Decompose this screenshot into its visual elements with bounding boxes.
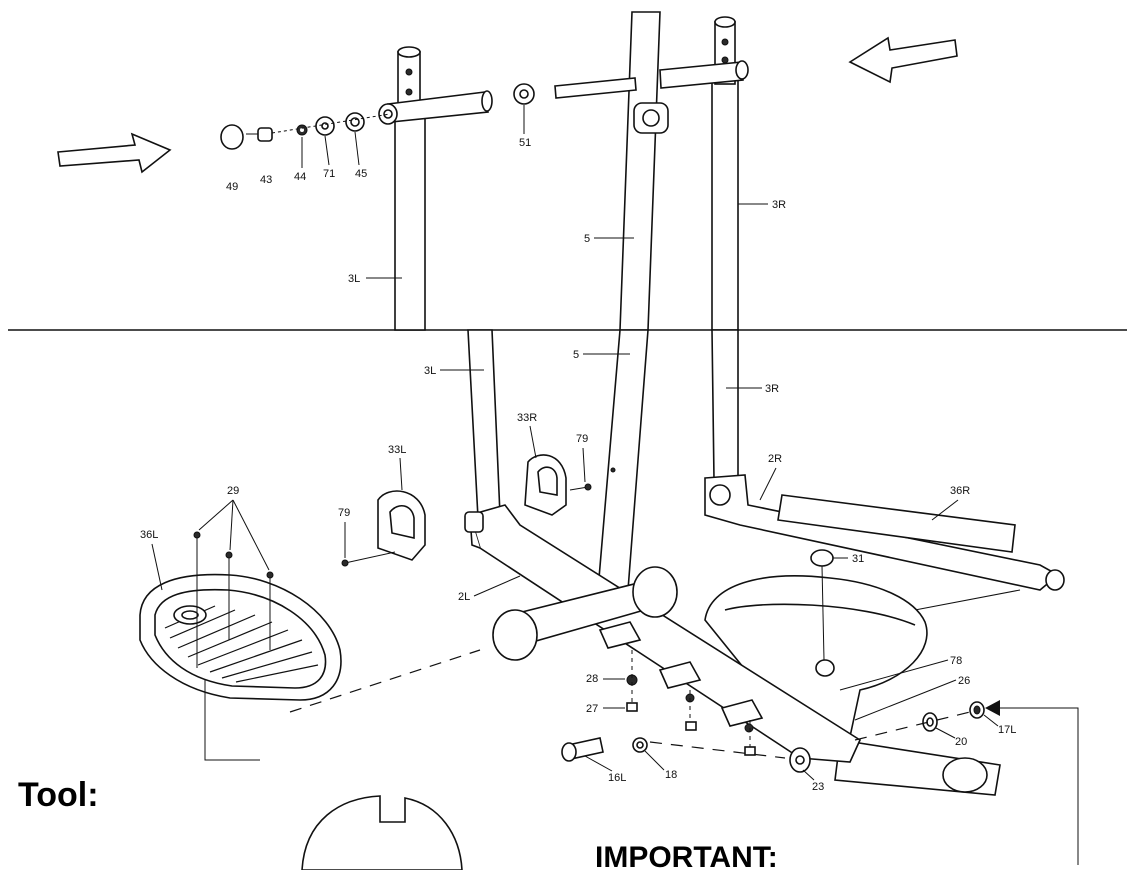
label-3L-top: 3L (348, 273, 360, 285)
label-45: 45 (355, 168, 367, 180)
label-3R-top: 3R (772, 199, 786, 211)
label-5-bottom: 5 (573, 349, 579, 361)
left-arrow-icon (848, 36, 958, 84)
label-3R-bottom: 3R (765, 383, 779, 395)
left-tube-3L-bottom (467, 329, 501, 519)
label-29: 29 (227, 485, 239, 497)
label-27: 27 (586, 703, 598, 715)
stabilizer-cap-right (632, 566, 678, 618)
label-78: 78 (950, 655, 962, 667)
label-71: 71 (323, 168, 335, 180)
right-axle-tube (659, 61, 744, 89)
bottom-panel: 3L 5 3R 33R 79 33L 79 2R 36R 29 36L 31 2… (18, 329, 1079, 870)
label-2L: 2L (458, 591, 470, 603)
label-79-b: 79 (338, 507, 350, 519)
label-2R: 2R (768, 453, 782, 465)
part-27-nut (626, 702, 638, 712)
left-tube-3L-top (394, 109, 426, 331)
label-44: 44 (294, 171, 306, 183)
label-16L: 16L (608, 772, 626, 784)
label-5-top: 5 (584, 233, 590, 245)
important-heading: IMPORTANT: (595, 841, 778, 870)
label-31: 31 (852, 553, 864, 565)
label-49: 49 (226, 181, 238, 193)
label-33R: 33R (517, 412, 537, 424)
label-51: 51 (519, 137, 531, 149)
label-28: 28 (586, 673, 598, 685)
pointer-arrow-icon (985, 700, 1000, 716)
label-18: 18 (665, 769, 677, 781)
right-arrow-icon (57, 132, 172, 174)
part-49-cap (220, 124, 244, 150)
right-tube-3R-bottom (711, 329, 739, 481)
top-panel: 49 43 44 71 45 51 5 3R 3L (8, 11, 1127, 331)
label-23: 23 (812, 781, 824, 793)
label-26: 26 (958, 675, 970, 687)
left-pedal-arm-2L (468, 504, 862, 763)
label-43: 43 (260, 174, 272, 186)
label-36R: 36R (950, 485, 970, 497)
stabilizer-cap-left (492, 609, 538, 661)
right-tube-3R-top (711, 79, 739, 331)
center-tube-5-top (619, 11, 661, 331)
center-axle-rod (554, 77, 637, 99)
rear-wheel (942, 757, 988, 793)
label-33L: 33L (388, 444, 406, 456)
tool-wrench-icon (301, 795, 463, 870)
pedal-treads (164, 605, 319, 683)
part-31-cap (810, 549, 834, 567)
right-pedal-cover-36R (777, 494, 1016, 553)
label-3L-bottom: 3L (424, 365, 436, 377)
label-20: 20 (955, 736, 967, 748)
label-79-a: 79 (576, 433, 588, 445)
label-36L: 36L (140, 529, 158, 541)
center-tube-5-bottom (597, 329, 649, 591)
tool-heading: Tool: (18, 776, 99, 814)
part-43-bolt (257, 127, 273, 142)
label-17L: 17L (998, 724, 1016, 736)
